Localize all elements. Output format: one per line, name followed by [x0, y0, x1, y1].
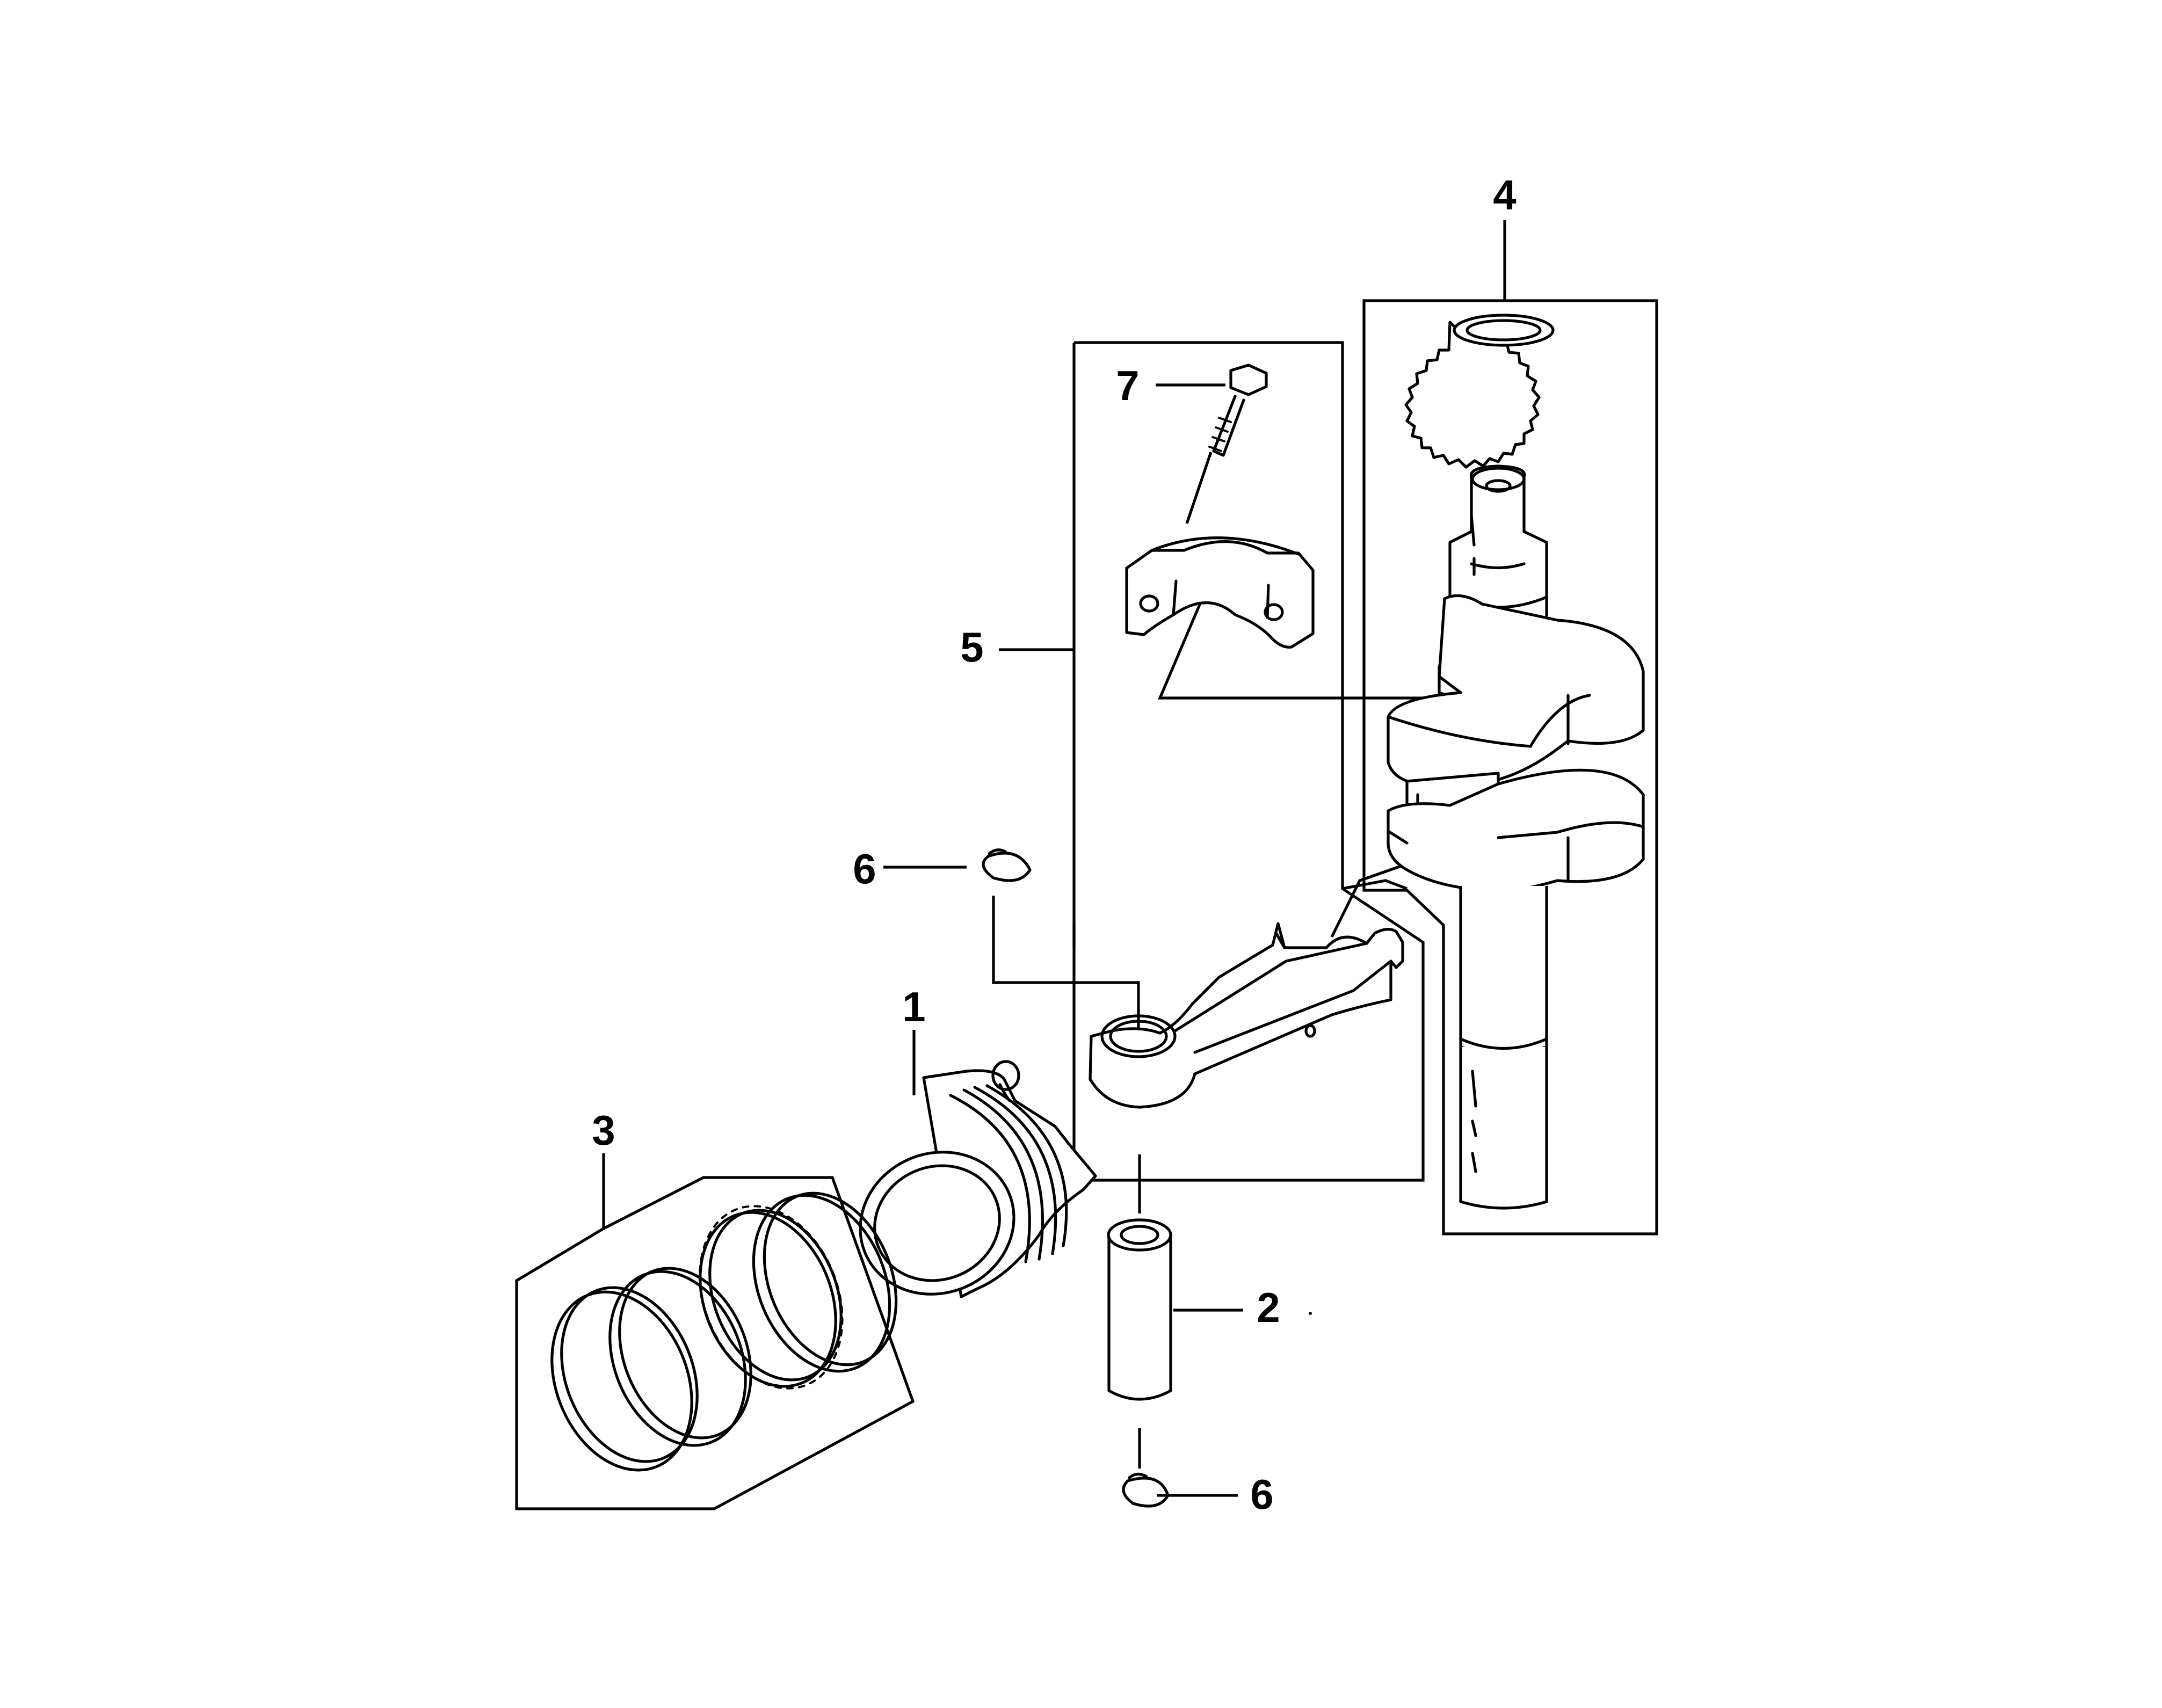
piston-rings[interactable]: [526, 1173, 920, 1491]
piston[interactable]: [839, 1060, 1097, 1317]
callout-label-6-lower[interactable]: 6: [1250, 1471, 1273, 1518]
callout-label-4[interactable]: 4: [1493, 171, 1516, 219]
callout-label-7[interactable]: 7: [1116, 362, 1139, 409]
piston-pin[interactable]: [1107, 1218, 1172, 1401]
rod-bolt[interactable]: [1208, 364, 1268, 457]
pin-clip-upper[interactable]: [982, 848, 1032, 882]
stray-dot: [1309, 1312, 1312, 1315]
connecting-rod[interactable]: [1089, 922, 1404, 1109]
pin-clip-lower[interactable]: [1122, 1472, 1170, 1508]
callout-label-2[interactable]: 2: [1257, 1284, 1280, 1331]
callout-leaders: [515, 220, 1658, 1510]
callout-label-3[interactable]: 3: [592, 1107, 615, 1154]
crankshaft[interactable]: [1387, 464, 1645, 1210]
callout-label-1[interactable]: 1: [902, 983, 925, 1030]
rod-bearing-cap[interactable]: [1125, 536, 1315, 649]
callout-label-5[interactable]: 5: [960, 623, 983, 671]
crankshaft-gear[interactable]: [1404, 314, 1555, 469]
callout-label-6-upper[interactable]: 6: [853, 845, 876, 892]
